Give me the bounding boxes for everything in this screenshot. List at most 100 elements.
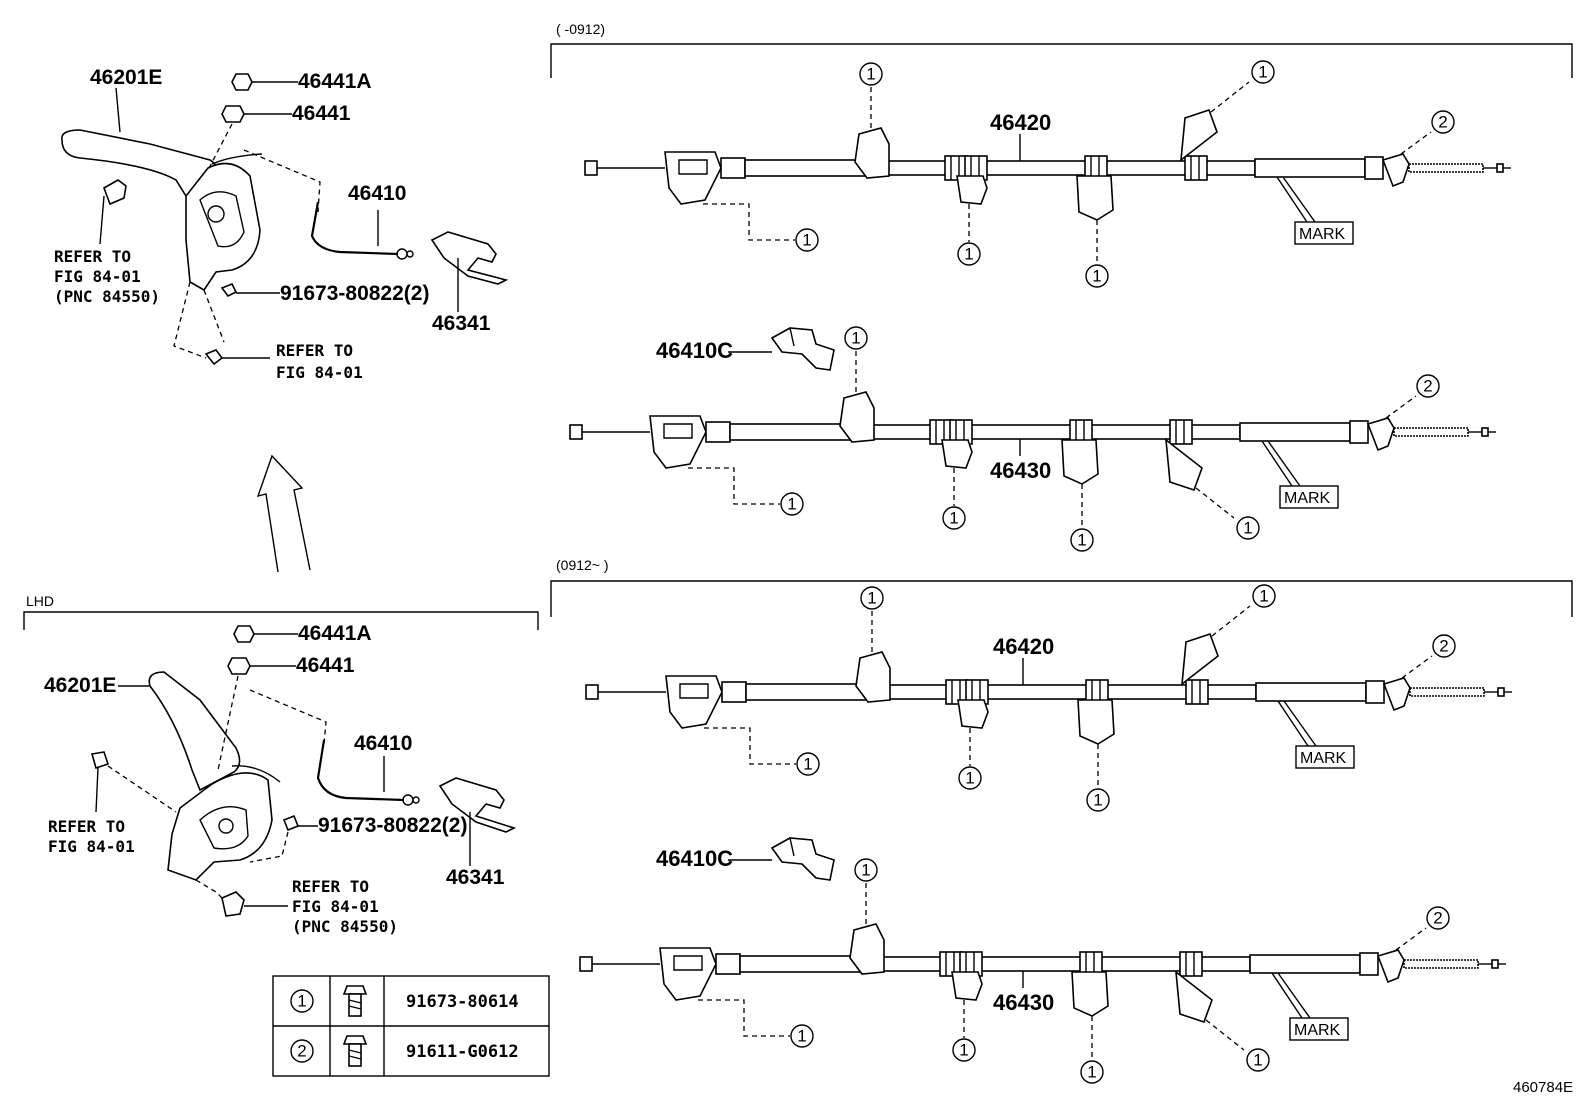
note-pnc-4: (PNC 84550) (292, 917, 398, 936)
callout-marker: 1 (957, 242, 981, 266)
callout-number: 2 (1439, 637, 1448, 656)
section-frame-bottom: (0912~ ) (550, 557, 1573, 617)
label-bolt-rhd: 91673-80822(2) (280, 282, 429, 305)
label-switch-rhd: 46341 (432, 312, 491, 335)
note-pnc-1: (PNC 84550) (54, 287, 160, 306)
label-cable-front-rhd: 46410 (348, 182, 406, 205)
callout-number: 1 (965, 769, 974, 788)
lever-assembly-lhd (90, 625, 517, 917)
lever-assembly-rhd (61, 73, 509, 366)
label-clip-top: 46410C (656, 338, 733, 363)
lhd-label: LHD (26, 593, 54, 609)
callout-number: 1 (867, 589, 876, 608)
note-fig-1: FIG 84-01 (54, 267, 141, 286)
direction-arrow (256, 454, 311, 573)
legend-callout: 2 (297, 1042, 306, 1061)
callout-marker: 2 (1432, 634, 1456, 658)
legend-row: 1 91673-80614 (290, 985, 519, 1017)
bolt-part (220, 282, 238, 298)
note-refer-4: REFER TO (292, 877, 369, 896)
legend-part-no: 91611-G0612 (406, 1042, 519, 1062)
callout-number: 2 (1438, 113, 1447, 132)
cable-part-label: 46430 (990, 458, 1051, 483)
legend-part-no: 91673-80614 (406, 992, 519, 1012)
legend-table: 1 91673-80614 2 91611-G0612 (272, 975, 550, 1077)
label-bolt-lhd: 91673-80822(2) (318, 814, 467, 837)
note-refer-3: REFER TO (48, 817, 125, 836)
note-fig-4: FIG 84-01 (292, 897, 379, 916)
lever-bracket-lhd (167, 772, 273, 881)
note-fig-3: FIG 84-01 (48, 837, 135, 856)
callout-marker: 1 (780, 492, 804, 516)
lever-bracket (185, 162, 261, 292)
label-nut-lhd: 46441 (296, 654, 355, 677)
callout-number: 1 (964, 245, 973, 264)
note-fig-2: FIG 84-01 (276, 363, 363, 382)
callout-marker: 1 (1251, 60, 1275, 84)
section-frame-lhd: LHD (23, 593, 539, 630)
callout-number: 1 (861, 861, 870, 880)
label-nut-a-rhd: 46441A (298, 70, 372, 93)
callout-number: 1 (1092, 267, 1101, 286)
mark-label: MARK (1299, 226, 1346, 243)
callout-marker: 1 (958, 766, 982, 790)
callout-number: 1 (1253, 1051, 1262, 1070)
legend-callout: 1 (297, 992, 306, 1011)
callout-marker: 1 (859, 62, 883, 86)
callout-number: 2 (1423, 377, 1432, 396)
bolt-icon (342, 1035, 368, 1067)
label-cable-front-lhd: 46410 (354, 732, 412, 755)
callout-marker: 1 (1080, 1060, 1104, 1084)
callout-marker: 1 (790, 1024, 814, 1048)
mark-label: MARK (1300, 750, 1347, 767)
callout-marker: 1 (844, 326, 868, 350)
callout-marker: 1 (854, 858, 878, 882)
callout-marker: 1 (942, 506, 966, 530)
callout-marker: 1 (1236, 516, 1260, 540)
callout-marker: 1 (860, 586, 884, 610)
callout-marker: 2 (1416, 374, 1440, 398)
callout-marker: 1 (1085, 264, 1109, 288)
clip-part (103, 179, 127, 206)
drawing-id: 460784E (1513, 1079, 1573, 1096)
callout-number: 1 (1077, 531, 1086, 550)
range-label-top: ( -0912) (556, 21, 605, 37)
callout-number: 1 (959, 1041, 968, 1060)
callout-number: 1 (1259, 587, 1268, 606)
callout-marker: 1 (952, 1038, 976, 1062)
callout-marker: 1 (795, 228, 819, 252)
note-refer-2: REFER TO (276, 341, 353, 360)
callout-number: 1 (1087, 1063, 1096, 1082)
callout-number: 1 (1258, 63, 1267, 82)
callout-marker: 1 (1086, 788, 1110, 812)
callout-number: 1 (797, 1027, 806, 1046)
label-switch-lhd: 46341 (446, 866, 505, 889)
cable-part-label: 46430 (993, 990, 1054, 1015)
rear-cables-group: 46420MARK11111246430MARK11111246420MARK1… (569, 60, 1512, 1084)
callout-marker: 1 (1070, 528, 1094, 552)
nut-a-part (231, 73, 253, 91)
cable-part-label: 46420 (993, 634, 1054, 659)
callout-number: 1 (803, 755, 812, 774)
cable-clip-46410c (770, 837, 835, 881)
label-clip-bottom: 46410C (656, 846, 733, 871)
label-nut-a-lhd: 46441A (298, 622, 372, 645)
callout-number: 1 (866, 65, 875, 84)
mark-label: MARK (1294, 1022, 1341, 1039)
callout-number: 1 (1093, 791, 1102, 810)
label-nut-rhd: 46441 (292, 102, 351, 125)
section-frame-top: ( -0912) (550, 21, 1573, 78)
legend-row: 2 91611-G0612 (290, 1035, 519, 1067)
lever-handle-lhd (148, 671, 241, 792)
callout-marker: 1 (1252, 584, 1276, 608)
switch-part (430, 231, 509, 285)
callout-marker: 1 (796, 752, 820, 776)
callout-marker: 2 (1431, 110, 1455, 134)
cable-clip-46410c (770, 327, 835, 371)
callout-number: 2 (1433, 909, 1442, 928)
